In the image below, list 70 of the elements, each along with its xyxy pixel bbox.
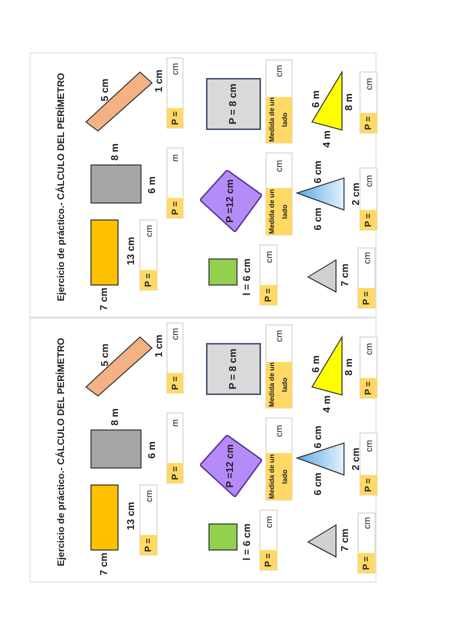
dimension-label: 1 cm [154,334,166,358]
dimension-label: 13 cm [126,501,138,530]
unit-label: m [169,418,181,426]
square-shape [206,343,261,395]
dimension-label: 6 m [146,441,158,459]
dimension-label: 8 m [110,142,122,160]
worksheet-title: Ejercicio de práctico.- CÁLCULO DEL PERÍMETRO [56,72,68,301]
unit-label: cm [362,78,374,90]
answer-prompt: P = [167,108,183,128]
answer-prompt: P = [360,210,377,230]
unit-label: cm [262,516,274,528]
dimension-label: 4 m [322,394,334,412]
answer-prompt: P = [140,535,157,555]
perimeter-text: P =12 cm [225,444,237,488]
dimension-label: 8 m [344,358,356,376]
dimension-label: 6 cm [313,425,325,448]
dimension-label: 2 cm [350,182,362,205]
perimeter-text: P =12 cm [225,179,237,223]
dimension-label: 5 cm [100,78,112,102]
dimension-label: 6 m [310,90,322,108]
dimension-label: 6 cm [313,472,325,495]
dimension-label: 6 m [310,354,322,372]
unit-label: cm [169,63,181,75]
dimension-label: 13 cm [126,236,138,265]
dimension-label: 7 cm [340,528,352,552]
dimension-label: 7 cm [99,288,111,310]
dimension-label: 6 m [146,176,158,194]
answer-prompt: P = [360,113,377,133]
unit-label: cm [362,175,374,187]
unit-label: cm [142,490,154,502]
unit-label: cm [169,328,181,340]
dimension-label: 8 m [344,92,356,110]
unit-label: cm [262,250,274,262]
answer-prompt: P = [358,553,375,573]
diamond-shape [200,435,262,497]
unit-label: cm [360,516,372,528]
answer-prompt: P = [167,198,183,218]
answer-prompt: P = [360,378,377,398]
dimension-label: 7 cm [340,264,352,286]
unit-label: cm [360,252,372,264]
dimension-label: 8 m [110,408,122,426]
answer-prompt: P = [167,373,183,393]
unit-label: cm [273,330,285,342]
dimension-label: 7 cm [99,552,111,576]
dimension-label: l = 6 cm [242,258,254,295]
diamond-shape [200,170,262,232]
unit-label: cm [273,425,285,437]
dimension-label: 1 cm [154,70,166,92]
answer-prompt: P = [260,550,277,570]
perimeter-text: P = 8 cm [228,348,240,390]
worksheet-title: Ejercicio de práctico.- CÁLCULO DEL PERÍMETRO [56,337,68,566]
answer-prompt: P = [360,475,377,495]
unit-label: m [169,154,181,162]
perimeter-text: P = 8 cm [228,84,240,124]
dimension-label: l = 6 cm [242,523,254,560]
unit-label: cm [273,160,285,172]
dimension-label: 6 cm [313,160,325,183]
unit-label: cm [273,65,285,77]
unit-label: cm [362,440,374,452]
unit-label: cm [362,342,374,354]
square-shape [206,78,261,130]
answer-prompt: P = [260,285,277,305]
answer-prompt: P = [140,270,157,290]
dimension-label: 6 cm [313,207,325,230]
dimension-label: 4 m [322,130,334,148]
answer-prompt: P = [167,463,183,483]
dimension-label: 2 cm [350,447,362,470]
answer-prompt: P = [358,288,375,308]
unit-label: cm [142,224,154,236]
dimension-label: 5 cm [100,344,112,366]
